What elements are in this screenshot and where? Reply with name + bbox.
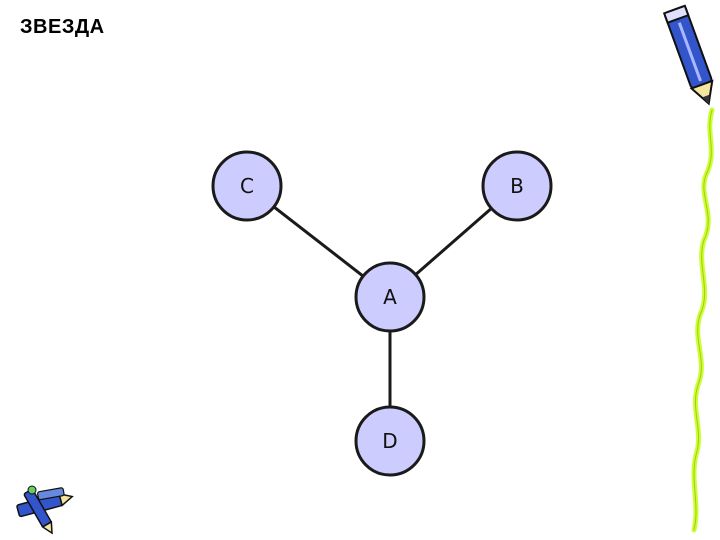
node-circle — [481, 150, 553, 222]
node-a: A — [354, 261, 426, 333]
node-c: C — [211, 150, 283, 222]
node-label: D — [382, 429, 397, 453]
node-circle — [354, 405, 426, 477]
node-label: C — [240, 174, 254, 198]
pencil-icon — [662, 4, 714, 106]
node-label: B — [510, 174, 524, 198]
node-circle — [354, 261, 426, 333]
slide-title: ЗВЕЗДА — [20, 16, 105, 38]
node-circle — [211, 150, 283, 222]
node-label: A — [383, 285, 397, 309]
node-b: B — [481, 150, 553, 222]
node-d: D — [354, 405, 426, 477]
pencils-icon — [16, 485, 74, 535]
